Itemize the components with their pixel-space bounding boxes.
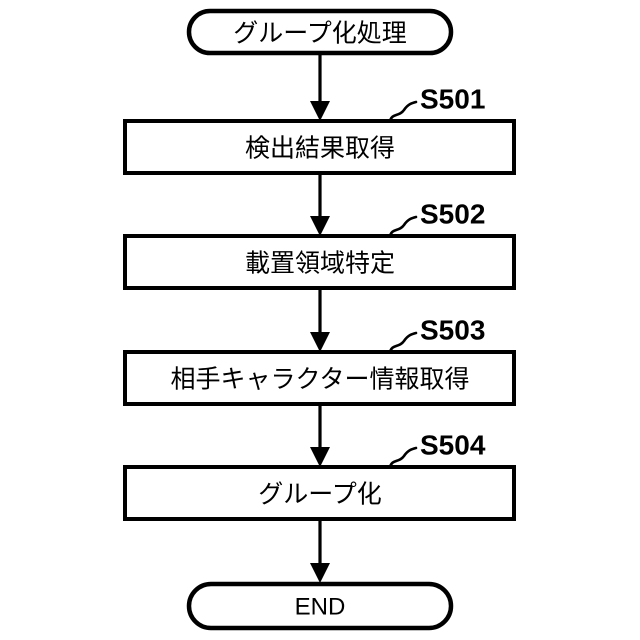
arrow-head-icon: [310, 447, 330, 467]
start-terminal-label: グループ化処理: [233, 19, 407, 48]
process-box-s503: 相手キャラクター情報取得: [123, 350, 516, 406]
step-number-label: S501: [420, 84, 485, 115]
connector-s503-to-s504: [310, 404, 330, 467]
leader-line: [388, 331, 418, 354]
step-label-group-s503: S503: [388, 315, 485, 354]
leader-line: [388, 100, 418, 123]
process-box-label: 検出結果取得: [245, 134, 395, 163]
step-number-label: S503: [420, 315, 485, 346]
process-box-s502: 載置領域特定: [123, 234, 516, 290]
end-terminal: END: [186, 581, 454, 631]
process-box-label: 相手キャラクター情報取得: [170, 365, 469, 394]
process-box-label: グループ化: [258, 480, 382, 509]
arrow-head-icon: [310, 101, 330, 121]
connector-s502-to-s503: [310, 288, 330, 352]
arrow-head-icon: [310, 216, 330, 236]
end-terminal-shape: [186, 581, 454, 631]
step-number-label: S502: [420, 199, 485, 230]
process-box-shape: [123, 350, 516, 406]
step-label-group-s502: S502: [388, 199, 485, 238]
process-box-shape: [123, 119, 516, 175]
connector-start-to-s501: [310, 53, 330, 121]
leader-line: [388, 215, 418, 238]
connector-s504-to-end: [310, 519, 330, 583]
process-box-s504: グループ化: [123, 465, 516, 521]
leader-line: [388, 446, 418, 469]
arrow-head-icon: [310, 332, 330, 352]
arrow-head-icon: [310, 563, 330, 583]
process-box-label: 載置領域特定: [245, 249, 395, 278]
step-label-group-s504: S504: [388, 430, 486, 469]
start-terminal: グループ化処理: [186, 8, 454, 56]
end-terminal-label: END: [295, 594, 346, 621]
step-label-group-s501: S501: [388, 84, 485, 123]
connector-s501-to-s502: [310, 173, 330, 236]
step-number-label: S504: [420, 430, 486, 461]
process-box-s501: 検出結果取得: [123, 119, 516, 175]
